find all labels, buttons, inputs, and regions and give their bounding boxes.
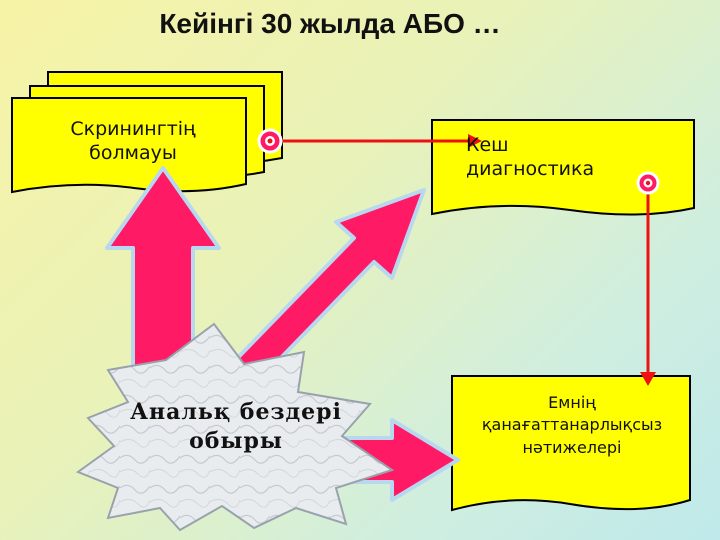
slide-title: Кейінгі 30 жылда АБО … bbox=[159, 8, 501, 39]
box-late-diagnosis bbox=[431, 119, 695, 216]
connector-arrowhead-down bbox=[640, 372, 656, 386]
label-late-diagnosis: Кеш диагностика bbox=[466, 134, 595, 180]
target-marker-screening bbox=[257, 128, 283, 154]
document-stack-no-screening bbox=[11, 71, 283, 194]
label-no-screening: Скринингтің болмауы bbox=[70, 118, 196, 164]
connector-arrowhead-right bbox=[468, 134, 482, 148]
target-marker-diagnosis bbox=[636, 171, 660, 195]
label-anal-cancer: Анальқ бездері обыры bbox=[130, 399, 342, 454]
box-treatment-results bbox=[451, 375, 691, 512]
explosion-anal-cancer bbox=[75, 322, 395, 532]
label-treatment-results: Емнің қанағаттанарлықсыз нәтижелері bbox=[481, 393, 663, 457]
